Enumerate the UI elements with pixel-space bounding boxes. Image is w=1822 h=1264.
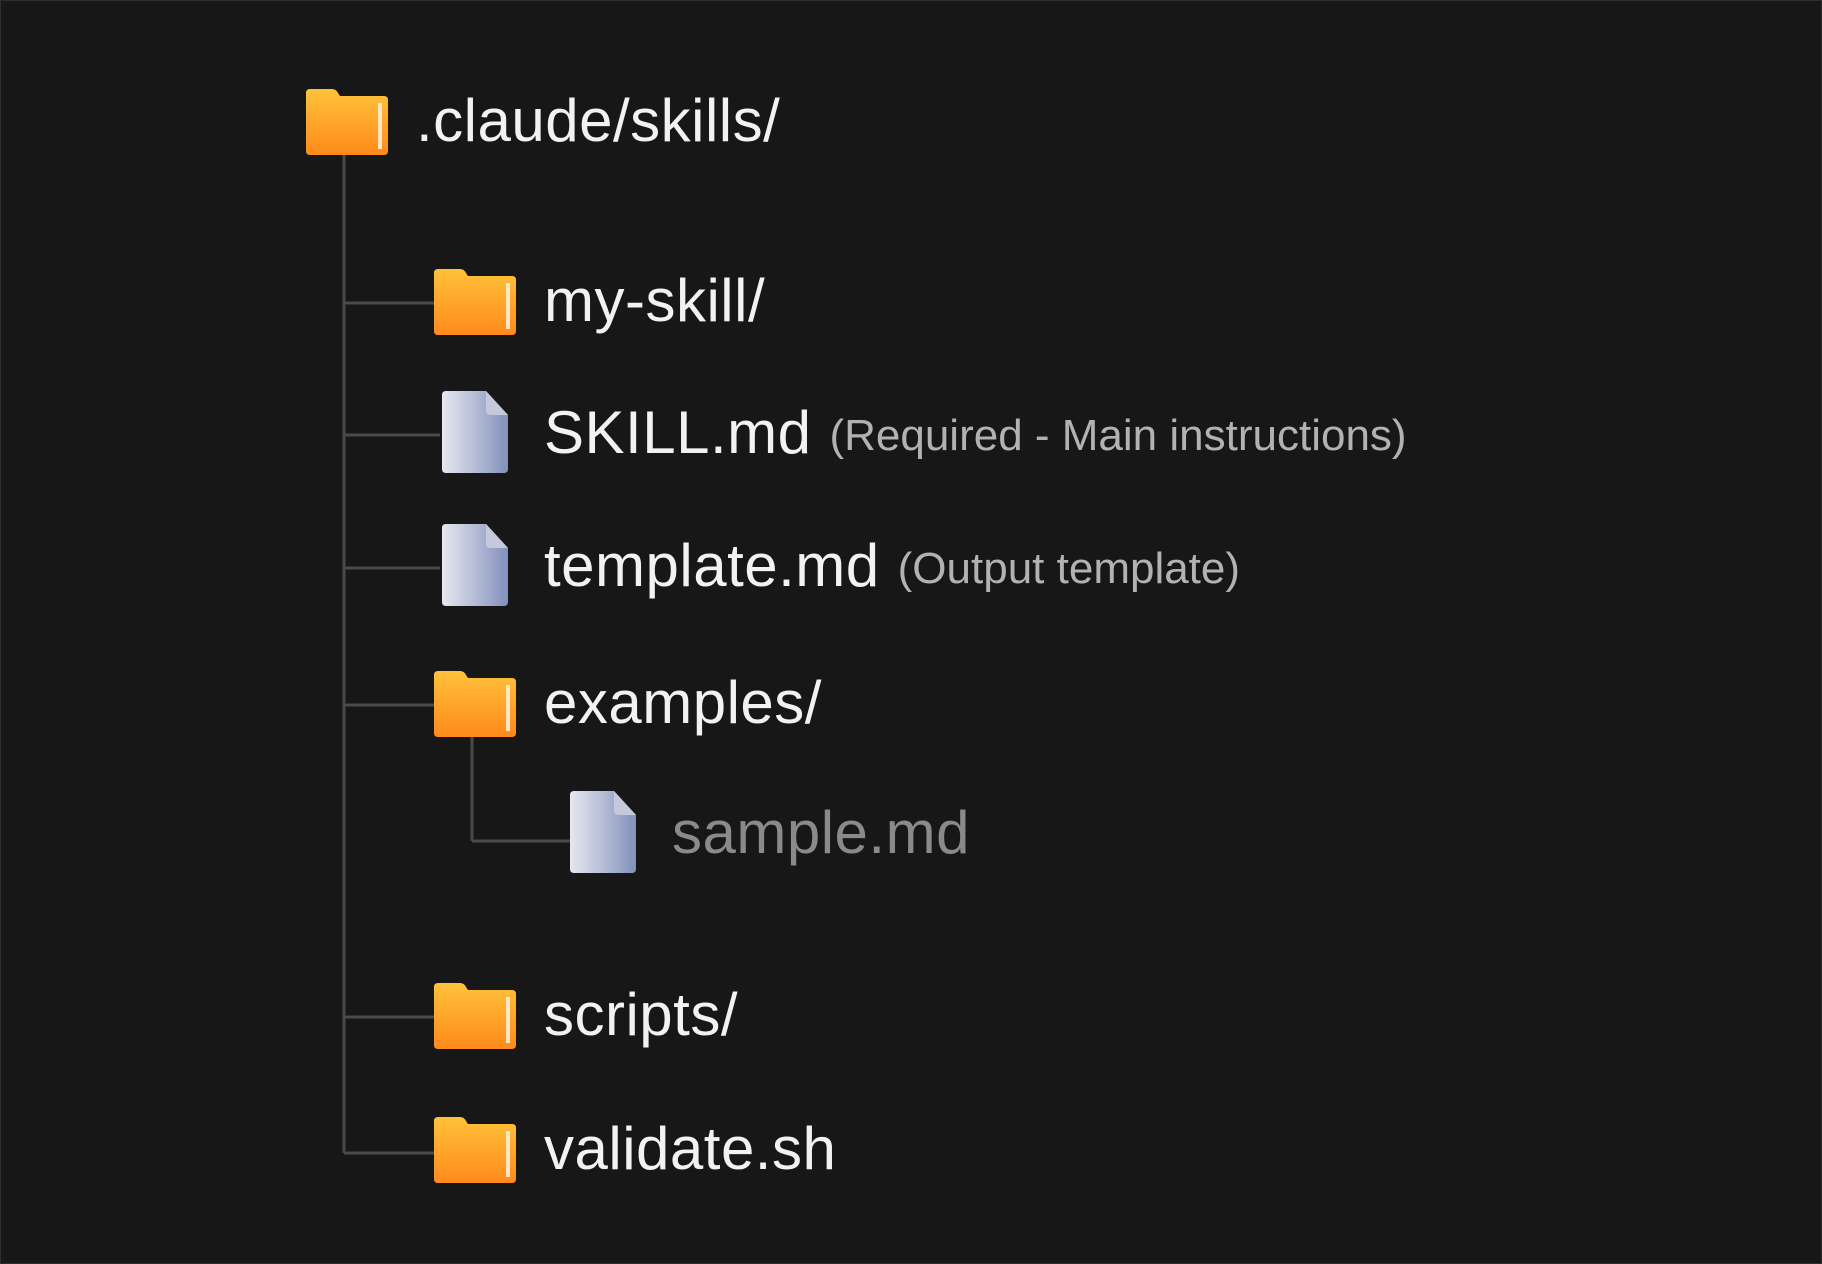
item-name: scripts/ xyxy=(544,980,739,1048)
tree-item-sample-md[interactable]: sample.md xyxy=(560,790,970,874)
folder-icon xyxy=(434,671,516,737)
item-note: (Output template) xyxy=(897,544,1241,593)
root-folder-name: .claude/skills/ xyxy=(416,86,781,154)
item-name: examples/ xyxy=(544,668,822,736)
file-icon xyxy=(442,391,508,473)
tree-item-my-skill[interactable]: my-skill/ xyxy=(432,258,765,342)
item-name: template.md xyxy=(544,531,880,599)
tree-item-template-md[interactable]: template.md (Output template) xyxy=(432,523,1240,607)
file-icon xyxy=(570,791,636,873)
item-name: my-skill/ xyxy=(544,266,766,334)
item-note: (Required - Main instructions) xyxy=(829,411,1407,460)
tree-item-validate-sh[interactable]: validate.sh xyxy=(432,1106,836,1190)
item-name: sample.md xyxy=(672,798,970,866)
item-name: validate.sh xyxy=(544,1114,837,1182)
folder-icon xyxy=(434,269,516,335)
folder-icon xyxy=(306,89,388,155)
tree-item-skill-md[interactable]: SKILL.md (Required - Main instructions) xyxy=(432,390,1407,474)
folder-icon xyxy=(434,1117,516,1183)
file-icon xyxy=(442,524,508,606)
item-name: SKILL.md xyxy=(544,398,812,466)
tree-item-scripts[interactable]: scripts/ xyxy=(432,972,738,1056)
folder-icon xyxy=(434,983,516,1049)
tree-root[interactable]: .claude/skills/ xyxy=(304,78,780,162)
tree-item-examples[interactable]: examples/ xyxy=(432,660,822,744)
